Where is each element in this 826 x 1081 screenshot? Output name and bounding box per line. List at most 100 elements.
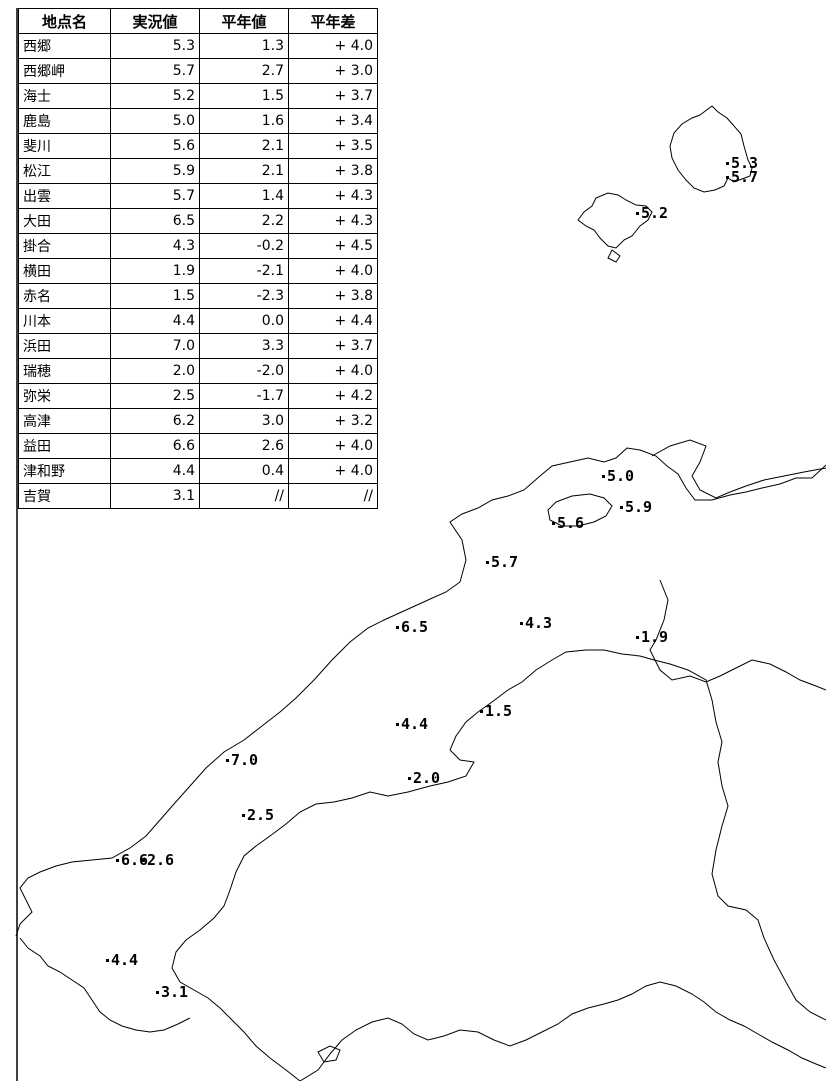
station-dot bbox=[520, 622, 523, 625]
anomaly-cell: + 4.0 bbox=[288, 433, 378, 459]
actual-value-cell: 2.0 bbox=[110, 358, 200, 384]
anomaly-cell: + 3.5 bbox=[288, 133, 378, 159]
station-value-label: 2.5 bbox=[247, 806, 274, 824]
south-hills-outline bbox=[299, 981, 826, 1081]
station-value-label: 5.7 bbox=[731, 168, 758, 186]
actual-value-cell: 1.5 bbox=[110, 283, 200, 309]
station-name-cell: 赤名 bbox=[18, 283, 111, 309]
normal-value-cell: -1.7 bbox=[199, 383, 289, 409]
normal-value-cell: 1.6 bbox=[199, 108, 289, 134]
station-dot bbox=[226, 759, 229, 762]
actual-value-cell: 5.3 bbox=[110, 33, 200, 59]
station-dot bbox=[486, 561, 489, 564]
actual-value-cell: 4.3 bbox=[110, 233, 200, 259]
actual-value-cell: 5.0 bbox=[110, 108, 200, 134]
station-value-label: 7.0 bbox=[231, 751, 258, 769]
anomaly-cell: + 3.4 bbox=[288, 108, 378, 134]
station-value-label: 5.6 bbox=[557, 514, 584, 532]
station-name-cell: 出雲 bbox=[18, 183, 111, 209]
normal-value-cell: 1.5 bbox=[199, 83, 289, 109]
normal-value-cell: 2.1 bbox=[199, 133, 289, 159]
station-marker: 6.5 bbox=[396, 618, 428, 636]
actual-value-cell: 6.5 bbox=[110, 208, 200, 234]
station-name-cell: 瑞穂 bbox=[18, 358, 111, 384]
station-dot bbox=[620, 506, 623, 509]
station-value-label: 3.1 bbox=[161, 983, 188, 1001]
actual-value-cell: 5.2 bbox=[110, 83, 200, 109]
normal-value-cell: 0.4 bbox=[199, 458, 289, 484]
station-dot bbox=[480, 710, 483, 713]
station-dot bbox=[726, 162, 729, 165]
station-name-cell: 鹿島 bbox=[18, 108, 111, 134]
station-name-cell: 横田 bbox=[18, 258, 111, 284]
normal-value-cell: 2.6 bbox=[199, 433, 289, 459]
station-dot bbox=[602, 475, 605, 478]
station-marker: 5.0 bbox=[602, 467, 634, 485]
actual-value-cell: 6.6 bbox=[110, 433, 200, 459]
header-actual: 実況値 bbox=[110, 8, 200, 34]
eastern-coast bbox=[651, 439, 826, 499]
station-marker: 5.9 bbox=[620, 498, 652, 516]
station-marker: 1.9 bbox=[636, 628, 668, 646]
station-dot bbox=[636, 212, 639, 215]
station-marker: 5.7 bbox=[726, 168, 758, 186]
station-value-label: 2.0 bbox=[413, 769, 440, 787]
station-marker: 4.4 bbox=[106, 951, 138, 969]
normal-value-cell: // bbox=[199, 483, 289, 509]
station-marker: 6.6 bbox=[116, 851, 148, 869]
normal-value-cell: 3.3 bbox=[199, 333, 289, 359]
shimane-inner-border bbox=[171, 649, 826, 1081]
station-marker: 3.1 bbox=[156, 983, 188, 1001]
actual-value-cell: 5.6 bbox=[110, 133, 200, 159]
station-dot bbox=[106, 959, 109, 962]
station-value-label: 5.9 bbox=[625, 498, 652, 516]
station-dot bbox=[726, 176, 729, 179]
table-header-row: 地点名 実況値 平年値 平年差 bbox=[18, 8, 378, 34]
station-marker: 5.3 bbox=[726, 154, 758, 172]
normal-value-cell: 0.0 bbox=[199, 308, 289, 334]
station-name-cell: 大田 bbox=[18, 208, 111, 234]
header-normal: 平年値 bbox=[199, 8, 289, 34]
station-value-label: 4.3 bbox=[525, 614, 552, 632]
station-value-label: 5.2 bbox=[641, 204, 668, 222]
normal-value-cell: 2.1 bbox=[199, 158, 289, 184]
normal-value-cell: 1.4 bbox=[199, 183, 289, 209]
station-name-cell: 吉賀 bbox=[18, 483, 111, 509]
anomaly-cell: + 4.4 bbox=[288, 308, 378, 334]
station-dot bbox=[552, 522, 555, 525]
anomaly-cell: + 4.2 bbox=[288, 383, 378, 409]
station-marker: 5.2 bbox=[636, 204, 668, 222]
normal-value-cell: -2.1 bbox=[199, 258, 289, 284]
anomaly-cell: // bbox=[288, 483, 378, 509]
actual-value-cell: 5.7 bbox=[110, 183, 200, 209]
anomaly-cell: + 3.7 bbox=[288, 333, 378, 359]
station-marker: 2.5 bbox=[242, 806, 274, 824]
actual-value-cell: 4.4 bbox=[110, 458, 200, 484]
header-station: 地点名 bbox=[18, 8, 111, 34]
header-anomaly: 平年差 bbox=[288, 8, 378, 34]
station-marker: 2.6 bbox=[142, 851, 174, 869]
anomaly-cell: + 4.3 bbox=[288, 208, 378, 234]
normal-value-cell: 2.7 bbox=[199, 58, 289, 84]
station-value-label: 5.0 bbox=[607, 467, 634, 485]
station-value-label: 1.5 bbox=[485, 702, 512, 720]
anomaly-cell: + 4.0 bbox=[288, 458, 378, 484]
lake-shinji-outline bbox=[547, 493, 613, 527]
station-dot bbox=[396, 626, 399, 629]
